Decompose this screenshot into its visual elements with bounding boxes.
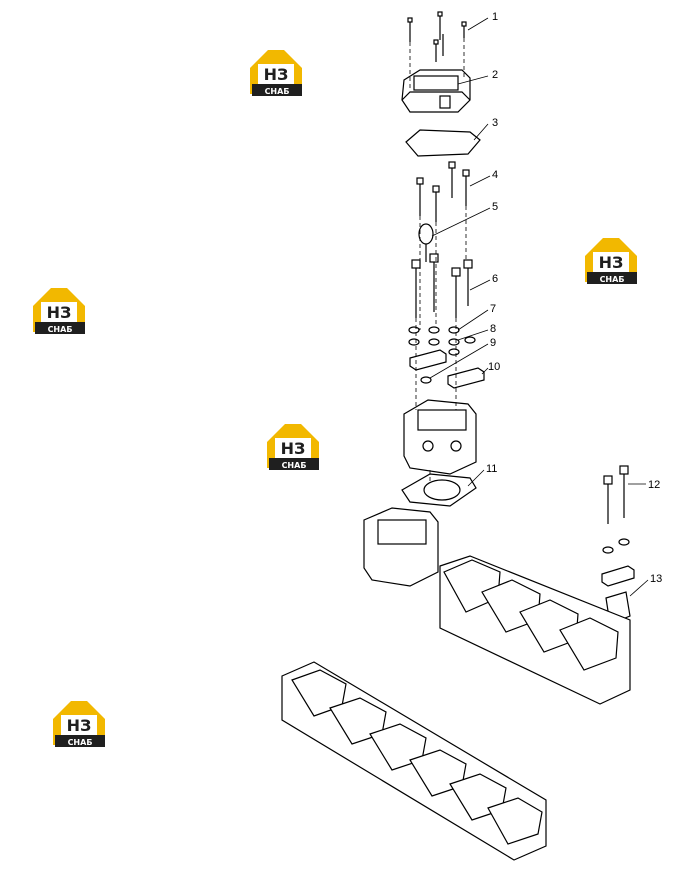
callout-8: 8: [490, 323, 496, 335]
logo-sub: СНАБ: [68, 738, 93, 747]
callout-13: 13: [650, 573, 662, 585]
logo-sub: СНАБ: [600, 275, 625, 284]
callout-1: 1: [492, 11, 498, 23]
assembly-full-row: [281, 661, 547, 861]
logo-letters: НЗ: [599, 253, 624, 272]
assembly-guides: [409, 38, 467, 484]
logo-watermark: НЗ СНАБ: [33, 288, 85, 334]
callout-4: 4: [492, 169, 498, 181]
callout-2: 2: [492, 69, 498, 81]
logo-watermark: НЗ СНАБ: [585, 238, 637, 284]
callout-11: 11: [486, 463, 497, 475]
logo-watermark: НЗ СНАБ: [53, 701, 105, 747]
callout-7: 7: [490, 303, 496, 315]
part-side-bolts: [602, 465, 630, 554]
part-bridges: [409, 349, 485, 389]
assembly-head-row: [439, 555, 631, 705]
logo-sub: СНАБ: [282, 461, 307, 470]
logo-letters: НЗ: [47, 303, 72, 322]
part-eye-bolt: [418, 223, 434, 262]
part-long-bolts: [411, 253, 473, 318]
part-gasket-cover: [405, 129, 481, 157]
part-bolts-top: [407, 11, 467, 62]
callout-6: 6: [492, 273, 498, 285]
part-cylinder-head: [403, 399, 477, 475]
callout-labels: 1 2 3 4 5 6 7 8 9 10 11 12 13: [486, 11, 662, 585]
callout-12: 12: [648, 479, 660, 491]
logo-watermark: НЗ СНАБ: [267, 424, 319, 470]
part-washers: [408, 326, 476, 356]
callout-3: 3: [492, 117, 498, 129]
callout-5: 5: [492, 201, 498, 213]
logo-letters: НЗ: [281, 439, 306, 458]
assembly-single-head: [363, 507, 439, 587]
callout-9: 9: [490, 337, 496, 349]
logo-letters: НЗ: [67, 716, 92, 735]
logo-letters: НЗ: [264, 65, 289, 84]
logo-sub: СНАБ: [265, 87, 290, 96]
logo-watermark: НЗ СНАБ: [250, 50, 302, 96]
callout-10: 10: [488, 361, 500, 373]
callout-leaders: [429, 17, 649, 597]
part-valve-cover: [401, 69, 471, 113]
part-bolts-mid: [416, 161, 470, 222]
logo-sub: СНАБ: [48, 325, 73, 334]
part-head-gasket: [401, 473, 477, 507]
